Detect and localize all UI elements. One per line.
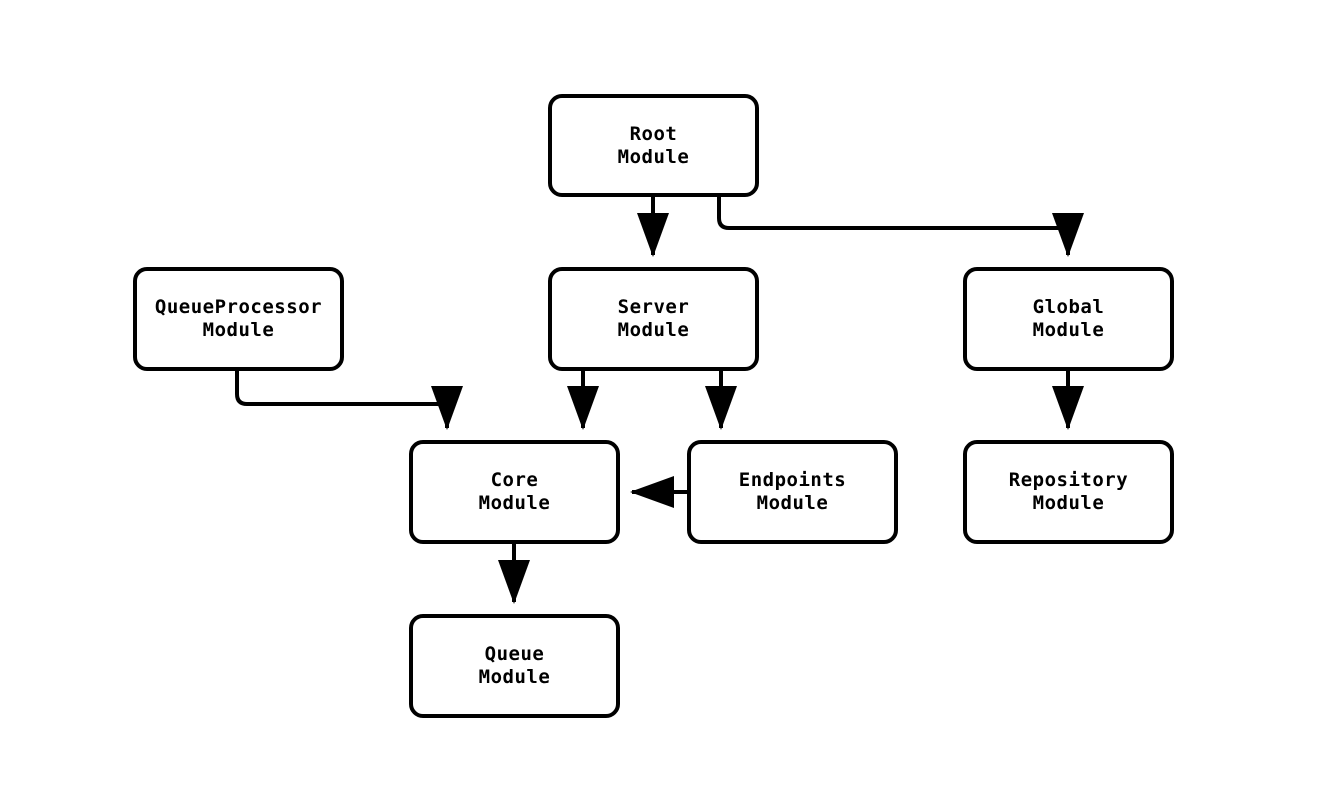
node-server-line2: Module <box>617 319 690 341</box>
node-repository[interactable]: Repository Module <box>963 440 1174 544</box>
node-global-line1: Global <box>1032 296 1105 318</box>
node-repository-line2: Module <box>1032 492 1105 514</box>
node-core-line1: Core <box>490 469 539 491</box>
node-queueprocessor[interactable]: QueueProcessor Module <box>133 267 344 371</box>
node-queue[interactable]: Queue Module <box>409 614 620 718</box>
edge-queueprocessor-core <box>235 371 463 430</box>
node-core-line2: Module <box>478 492 551 514</box>
node-core[interactable]: Core Module <box>409 440 620 544</box>
node-endpoints-line1: Endpoints <box>738 469 847 491</box>
node-server[interactable]: Server Module <box>548 267 759 371</box>
node-root[interactable]: Root Module <box>548 94 759 197</box>
node-queue-line2: Module <box>478 666 551 688</box>
node-endpoints[interactable]: Endpoints Module <box>687 440 898 544</box>
node-global[interactable]: Global Module <box>963 267 1174 371</box>
node-root-line1: Root <box>629 122 678 145</box>
node-server-line1: Server <box>617 296 690 318</box>
edge-root-global <box>717 197 1084 257</box>
node-queueprocessor-line2: Module <box>202 319 275 341</box>
node-repository-line1: Repository <box>1008 469 1129 491</box>
node-global-line2: Module <box>1032 319 1105 341</box>
node-queueprocessor-line1: QueueProcessor <box>154 296 323 318</box>
node-endpoints-line2: Module <box>756 492 829 514</box>
node-root-line2: Module <box>617 145 690 168</box>
node-queue-line1: Queue <box>484 643 545 665</box>
